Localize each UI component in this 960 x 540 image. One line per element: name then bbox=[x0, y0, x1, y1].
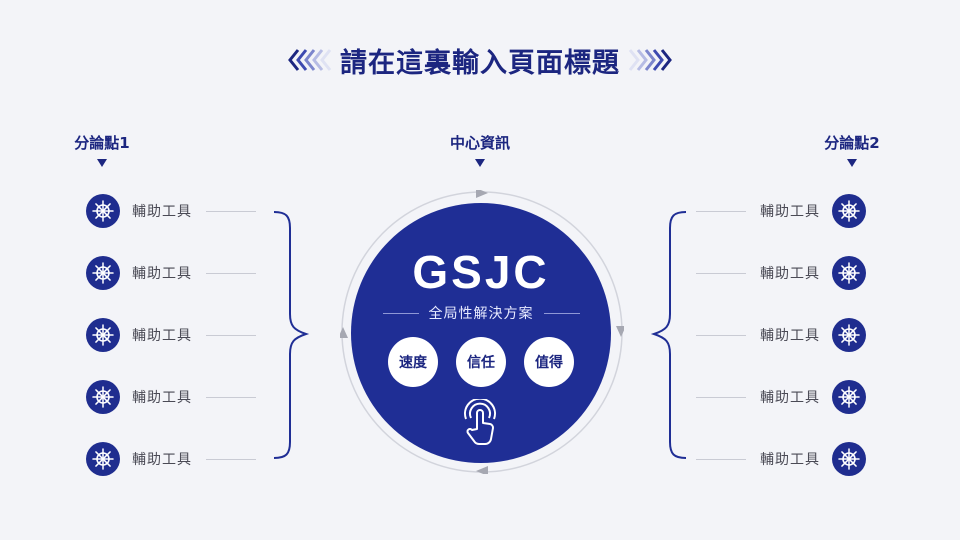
right-list-item: 輔助工具 bbox=[696, 442, 866, 476]
subtitle: 全局性解決方案 bbox=[428, 306, 534, 322]
brand-title: GSJC bbox=[412, 246, 550, 298]
pill-row: 速度 信任 值得 bbox=[351, 337, 611, 387]
left-list-item: 輔助工具 bbox=[86, 194, 256, 228]
ship-wheel-icon bbox=[832, 442, 866, 476]
pill-worth: 值得 bbox=[524, 337, 574, 387]
connector-line bbox=[206, 396, 256, 398]
item-label: 輔助工具 bbox=[132, 328, 192, 344]
connector-line bbox=[696, 210, 746, 212]
connector-line bbox=[206, 210, 256, 212]
chevron-right-decoration-icon bbox=[628, 47, 672, 73]
left-heading-label: 分論點1 bbox=[74, 134, 130, 152]
item-label: 輔助工具 bbox=[760, 204, 820, 220]
connector-line bbox=[696, 458, 746, 460]
ship-wheel-icon bbox=[832, 318, 866, 352]
ring-arrow-bottom-icon bbox=[476, 466, 488, 474]
ship-wheel-icon bbox=[86, 380, 120, 414]
connector-line bbox=[206, 272, 256, 274]
left-list-item: 輔助工具 bbox=[86, 318, 256, 352]
right-column-heading: 分論點2 bbox=[812, 132, 892, 167]
right-list-item: 輔助工具 bbox=[696, 194, 866, 228]
ring-arrow-left-icon bbox=[340, 327, 348, 338]
right-list-item: 輔助工具 bbox=[696, 318, 866, 352]
ship-wheel-icon bbox=[832, 380, 866, 414]
page-title: 請在這裏輸入頁面標題 bbox=[340, 47, 620, 79]
ring-arrow-right-icon bbox=[616, 326, 624, 337]
ship-wheel-icon bbox=[86, 256, 120, 290]
item-label: 輔助工具 bbox=[760, 328, 820, 344]
ship-wheel-icon bbox=[832, 194, 866, 228]
left-list-item: 輔助工具 bbox=[86, 256, 256, 290]
center-circle: GSJC 全局性解決方案 速度 信任 值得 bbox=[351, 203, 611, 463]
item-label: 輔助工具 bbox=[132, 390, 192, 406]
item-label: 輔助工具 bbox=[760, 266, 820, 282]
connector-line bbox=[696, 334, 746, 336]
item-label: 輔助工具 bbox=[760, 452, 820, 468]
left-list-item: 輔助工具 bbox=[86, 442, 256, 476]
connector-line bbox=[696, 396, 746, 398]
page-title-row: 請在這裏輸入頁面標題 bbox=[0, 38, 960, 82]
subtitle-line bbox=[543, 312, 580, 314]
item-label: 輔助工具 bbox=[760, 390, 820, 406]
left-list-item: 輔助工具 bbox=[86, 380, 256, 414]
down-arrow-icon bbox=[97, 159, 107, 167]
item-label: 輔助工具 bbox=[132, 266, 192, 282]
center-column-heading: 中心資訊 bbox=[430, 132, 530, 167]
ship-wheel-icon bbox=[832, 256, 866, 290]
ship-wheel-icon bbox=[86, 318, 120, 352]
left-brace bbox=[273, 211, 310, 459]
pill-speed: 速度 bbox=[388, 337, 438, 387]
connector-line bbox=[206, 334, 256, 336]
ring-arrow-top-icon bbox=[476, 190, 488, 198]
down-arrow-icon bbox=[847, 159, 857, 167]
down-arrow-icon bbox=[475, 159, 485, 167]
right-heading-label: 分論點2 bbox=[824, 134, 880, 152]
connector-line bbox=[696, 272, 746, 274]
subtitle-line bbox=[382, 312, 419, 314]
subtitle-row: 全局性解決方案 bbox=[351, 303, 611, 323]
chevron-left-decoration-icon bbox=[288, 47, 332, 73]
item-label: 輔助工具 bbox=[132, 452, 192, 468]
pill-trust: 信任 bbox=[456, 337, 506, 387]
touch-icon bbox=[464, 399, 496, 446]
center-heading-label: 中心資訊 bbox=[449, 134, 510, 152]
left-column-heading: 分論點1 bbox=[62, 132, 142, 167]
item-label: 輔助工具 bbox=[132, 204, 192, 220]
ship-wheel-icon bbox=[86, 442, 120, 476]
right-brace bbox=[650, 211, 687, 459]
right-list-item: 輔助工具 bbox=[696, 256, 866, 290]
right-list-item: 輔助工具 bbox=[696, 380, 866, 414]
connector-line bbox=[206, 458, 256, 460]
cycle-ring bbox=[340, 190, 624, 474]
ship-wheel-icon bbox=[86, 194, 120, 228]
